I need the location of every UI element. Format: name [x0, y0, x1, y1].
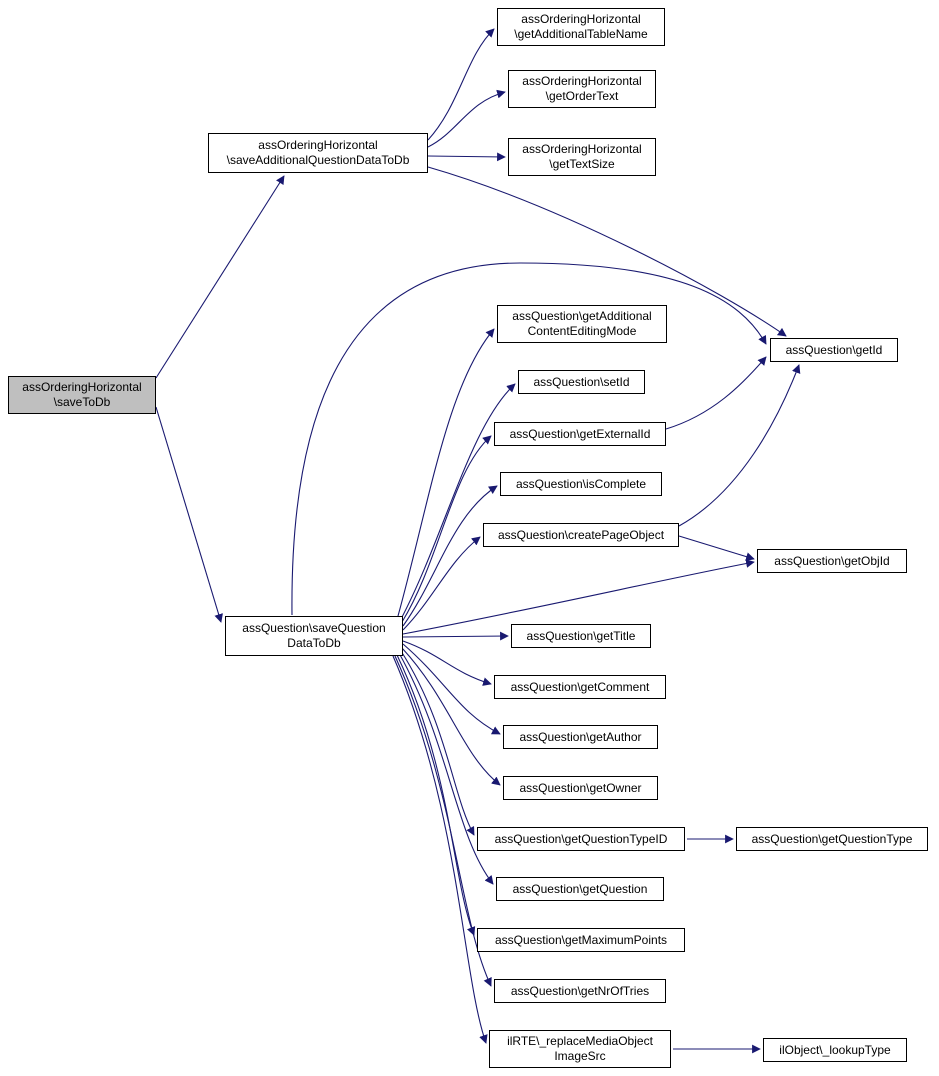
edge-saveQuestionDataToDb-getMaximumPoints: [396, 654, 476, 936]
edge-saveQuestionDataToDb-getOwner: [401, 647, 501, 786]
edge-saveToDb-saveAdditionalQuestionDataToDb: [155, 175, 285, 379]
edge-createPageObject-getObjId: [678, 535, 755, 561]
node-createPageObject[interactable]: assQuestion\createPageObject: [483, 523, 679, 547]
node-getQuestionTypeID[interactable]: assQuestion\getQuestionTypeID: [477, 827, 685, 851]
edge-saveQuestionDataToDb-getComment: [402, 640, 492, 686]
node-getOwner[interactable]: assQuestion\getOwner: [503, 776, 658, 800]
edge-getExternalId-getId: [665, 356, 767, 430]
node-setId[interactable]: assQuestion\setId: [518, 370, 645, 394]
node-getComment[interactable]: assQuestion\getComment: [494, 675, 666, 699]
edge-saveQuestionDataToDb-getTitle: [402, 631, 509, 641]
edge-saveQuestionDataToDb-getAdditionalContentEditingMode: [397, 328, 495, 617]
node-getAdditionalTableName[interactable]: assOrderingHorizontal \getAdditionalTabl…: [497, 8, 665, 46]
edge-saveQuestionDataToDb-getAuthor: [402, 643, 501, 735]
node-saveAdditionalQuestionDataToDb[interactable]: assOrderingHorizontal \saveAdditionalQue…: [208, 133, 428, 173]
node-getId[interactable]: assQuestion\getId: [770, 338, 898, 362]
node-isComplete[interactable]: assQuestion\isComplete: [500, 472, 662, 496]
node-getAdditionalContentEditingMode[interactable]: assQuestion\getAdditional ContentEditing…: [497, 305, 667, 343]
edge-saveQuestionDataToDb-createPageObject: [402, 536, 481, 631]
edge-saveQuestionDataToDb-getQuestionTypeID: [400, 650, 475, 836]
node-getQuestionType[interactable]: assQuestion\getQuestionType: [736, 827, 928, 851]
node-getTitle[interactable]: assQuestion\getTitle: [511, 624, 651, 648]
edge-saveQuestionDataToDb-replaceMediaObjectImageSrc: [392, 655, 488, 1044]
node-getTextSize[interactable]: assOrderingHorizontal \getTextSize: [508, 138, 656, 176]
node-replaceMediaObjectImageSrc[interactable]: ilRTE\_replaceMediaObject ImageSrc: [489, 1030, 671, 1068]
node-getAuthor[interactable]: assQuestion\getAuthor: [503, 725, 658, 749]
edge-saveQuestionDataToDb-getExternalId: [401, 435, 492, 623]
edge-saveQuestionDataToDb-setId: [400, 383, 516, 620]
edge-saveAdditional-getTextSize: [427, 152, 506, 162]
edge-createPageObject-getId: [678, 364, 801, 527]
node-lookupType[interactable]: ilObject\_lookupType: [763, 1038, 907, 1062]
node-getMaximumPoints[interactable]: assQuestion\getMaximumPoints: [477, 928, 685, 952]
node-getOrderText[interactable]: assOrderingHorizontal \getOrderText: [508, 70, 656, 108]
node-getObjId[interactable]: assQuestion\getObjId: [757, 549, 907, 573]
node-getExternalId[interactable]: assQuestion\getExternalId: [494, 422, 666, 446]
node-saveToDb[interactable]: assOrderingHorizontal \saveToDb: [8, 376, 156, 414]
node-getQuestion[interactable]: assQuestion\getQuestion: [496, 877, 664, 901]
edge-saveAdditional-getOrderText: [427, 89, 506, 148]
node-saveQuestionDataToDb[interactable]: assQuestion\saveQuestion DataToDb: [225, 616, 403, 656]
edge-saveAdditional-getAdditionalTableName: [427, 28, 495, 141]
edge-saveToDb-saveQuestionDataToDb: [155, 406, 223, 623]
edge-saveQuestionDataToDb-isComplete: [402, 485, 498, 627]
node-getNrOfTries[interactable]: assQuestion\getNrOfTries: [494, 979, 666, 1003]
